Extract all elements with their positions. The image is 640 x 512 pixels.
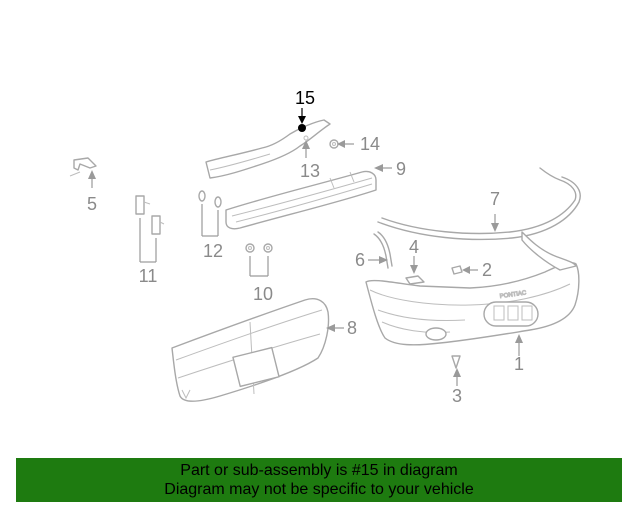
part-4-bracket[interactable] bbox=[405, 275, 425, 285]
callout-6: 6 bbox=[355, 250, 365, 270]
part-10-nuts[interactable] bbox=[245, 243, 273, 253]
part-6-trim[interactable] bbox=[373, 231, 393, 269]
callout-5: 5 bbox=[87, 194, 97, 214]
part-7-weatherstrip[interactable] bbox=[377, 167, 581, 241]
callout-7: 7 bbox=[490, 189, 500, 209]
part-13-bracket[interactable] bbox=[205, 119, 331, 179]
part-15-fastener[interactable] bbox=[298, 124, 306, 132]
callout-1: 1 bbox=[514, 354, 524, 374]
part-11-brackets[interactable] bbox=[135, 195, 165, 235]
callout-15: 15 bbox=[295, 88, 315, 108]
part-5-clip[interactable] bbox=[69, 157, 97, 177]
part-2-push-pin[interactable] bbox=[451, 265, 463, 275]
part-8-energy-absorber[interactable] bbox=[171, 298, 330, 402]
callout-2: 2 bbox=[482, 260, 492, 280]
part-9-reinforcement[interactable] bbox=[225, 170, 377, 230]
banner-line-1: Part or sub-assembly is #15 in diagram bbox=[180, 462, 458, 479]
part-3-push-pin[interactable] bbox=[451, 355, 461, 369]
callout-labels: 1 2 3 4 5 6 7 8 9 10 11 12 13 14 15 bbox=[87, 88, 524, 406]
callout-13: 13 bbox=[300, 161, 320, 181]
callout-9: 9 bbox=[396, 159, 406, 179]
callout-10: 10 bbox=[253, 284, 273, 304]
part-14-nut[interactable] bbox=[329, 139, 339, 149]
info-banner: Part or sub-assembly is #15 in diagram D… bbox=[16, 458, 622, 502]
part-12-nuts[interactable] bbox=[198, 190, 222, 208]
part-1-bumper-fascia[interactable]: PONTIAC bbox=[365, 231, 580, 346]
callout-8: 8 bbox=[347, 318, 357, 338]
pontiac-emboss: PONTIAC bbox=[499, 290, 527, 300]
callout-3: 3 bbox=[452, 386, 462, 406]
leader-lines bbox=[88, 108, 523, 386]
callout-14: 14 bbox=[360, 134, 380, 154]
callout-4: 4 bbox=[409, 237, 419, 257]
callout-12: 12 bbox=[203, 241, 223, 261]
callout-11: 11 bbox=[139, 266, 158, 286]
banner-line-2: Diagram may not be specific to your vehi… bbox=[164, 481, 474, 498]
